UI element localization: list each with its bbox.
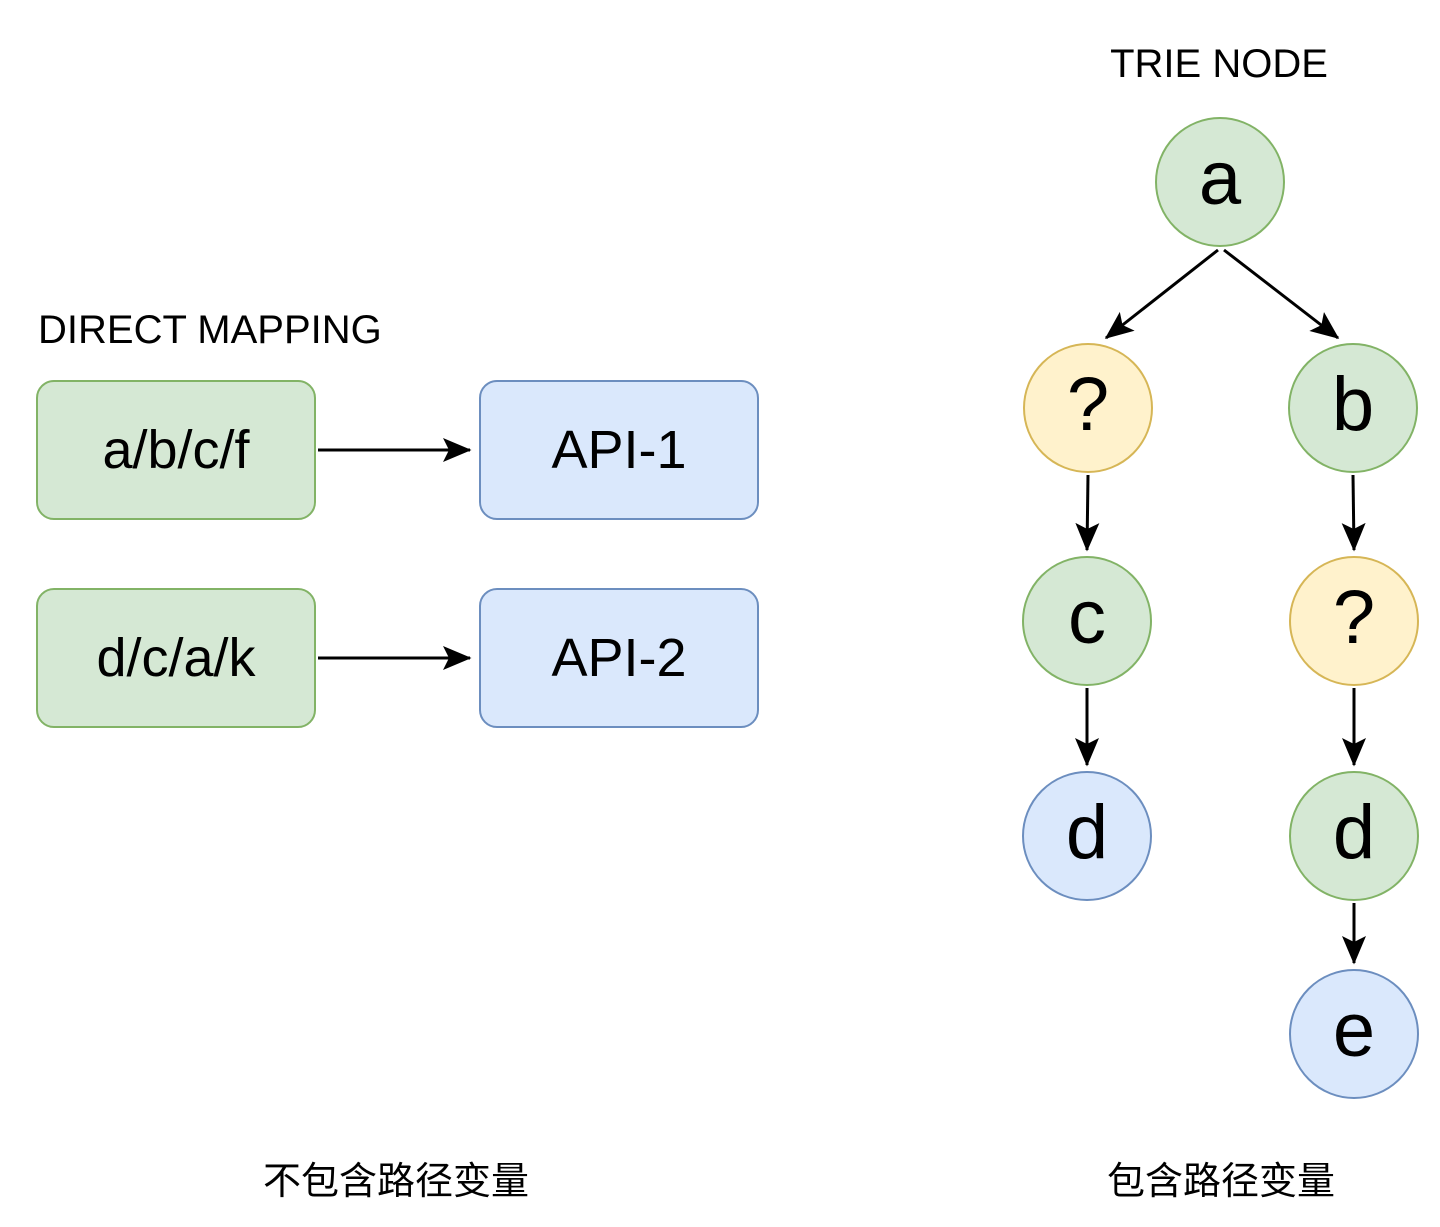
trie-node-d-left: d [1022, 771, 1152, 901]
arrow-wildcard-left-to-c [1075, 474, 1100, 552]
trie-node-wildcard-right: ? [1289, 556, 1419, 686]
path-box-2: d/c/a/k [36, 588, 316, 728]
trie-node-a: a [1155, 117, 1285, 247]
path-box-1: a/b/c/f [36, 380, 316, 520]
arrow-a-to-b [1223, 248, 1340, 340]
api-box-2-label: API-2 [551, 628, 687, 688]
caption-no-path-variables: 不包含路径变量 [262, 1161, 530, 1203]
trie-node-wildcard-left-label: ? [1066, 362, 1110, 447]
trie-node-d-right-label: d [1332, 790, 1376, 875]
api-box-1-label: API-1 [551, 420, 687, 480]
trie-node-a-label: a [1198, 136, 1242, 221]
path-box-2-label: d/c/a/k [96, 628, 256, 688]
trie-node-d-left-label: d [1065, 790, 1109, 875]
api-box-1: API-1 [479, 380, 759, 520]
trie-node-title: TRIE NODE [1110, 42, 1328, 86]
trie-node-b-label: b [1331, 362, 1375, 447]
direct-mapping-title: DIRECT MAPPING [38, 308, 382, 352]
trie-node-c-label: c [1068, 575, 1106, 660]
arrow-b-to-wildcard-right [1341, 474, 1366, 552]
trie-node-e: e [1289, 969, 1419, 1099]
trie-node-c: c [1022, 556, 1152, 686]
trie-node-b: b [1288, 343, 1418, 473]
caption-with-path-variables: 包含路径变量 [1106, 1161, 1336, 1203]
trie-node-wildcard-right-label: ? [1332, 575, 1376, 660]
trie-node-wildcard-left: ? [1023, 343, 1153, 473]
path-box-1-label: a/b/c/f [102, 420, 250, 480]
trie-node-d-right: d [1289, 771, 1419, 901]
api-box-2: API-2 [479, 588, 759, 728]
arrow-a-to-wildcard-left [1104, 248, 1219, 340]
trie-node-e-label: e [1332, 988, 1376, 1073]
